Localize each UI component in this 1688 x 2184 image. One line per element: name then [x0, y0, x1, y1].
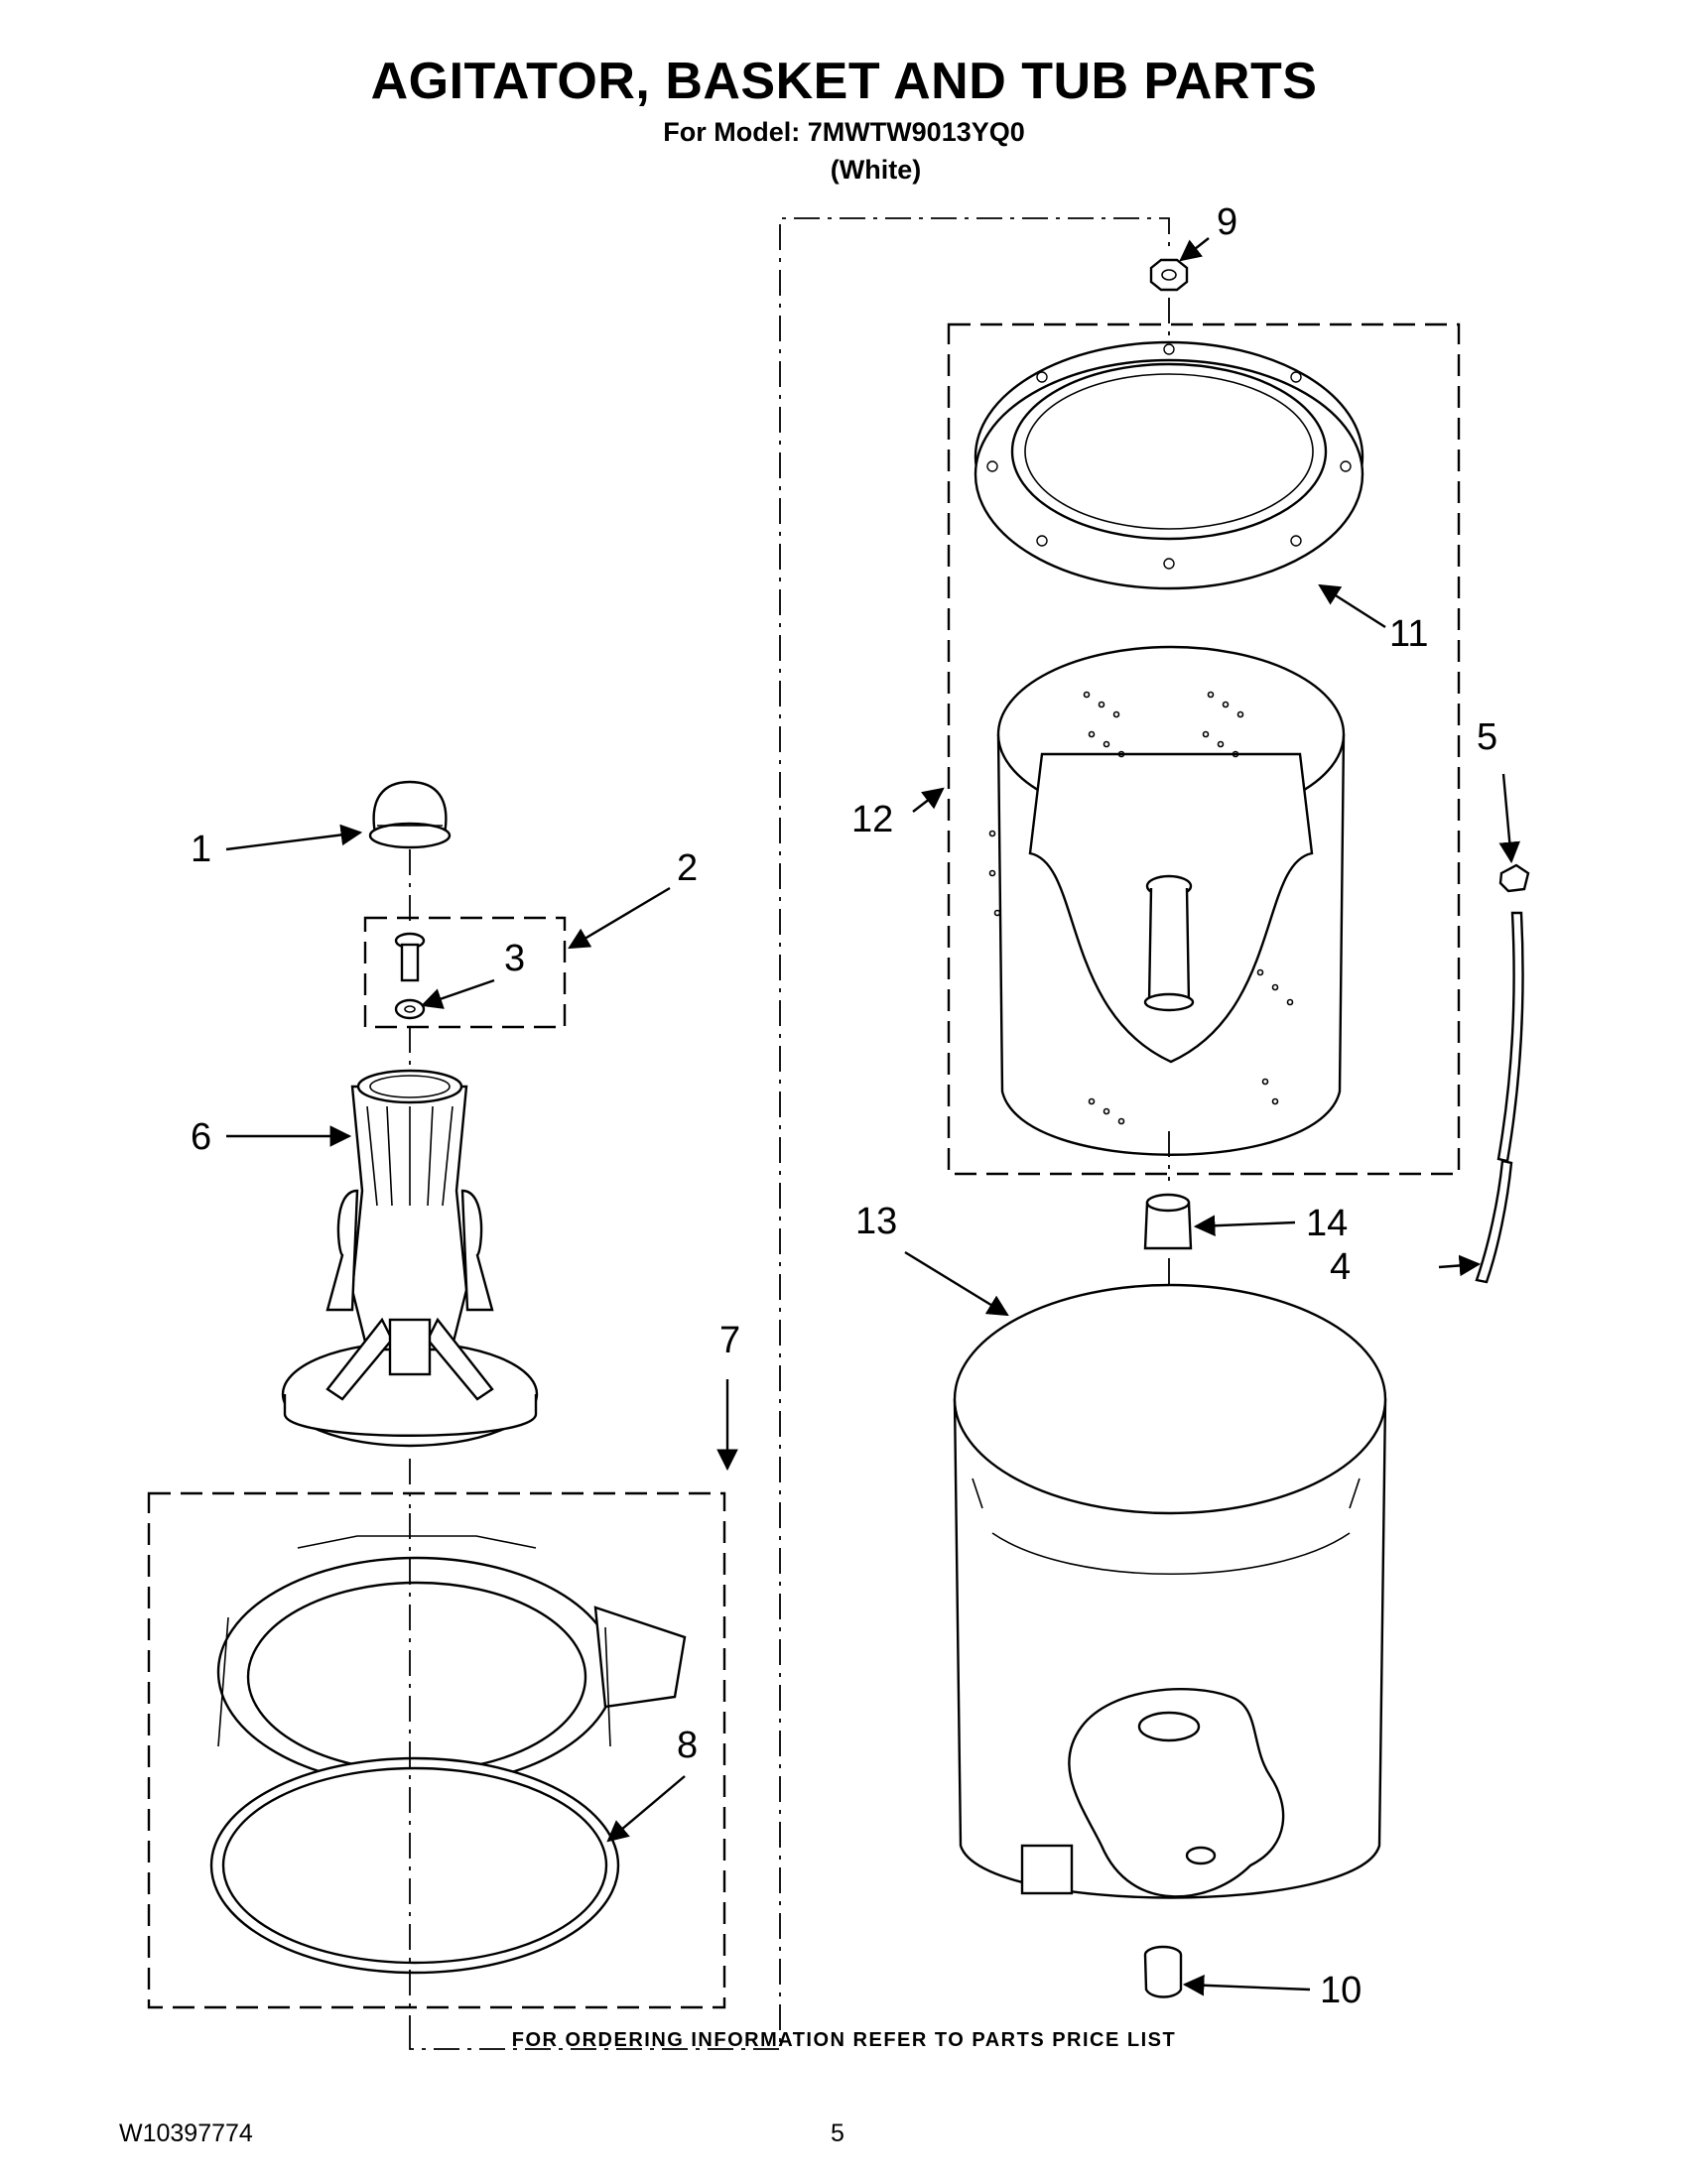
callout-5: 5	[1477, 716, 1498, 758]
outer-tub-part	[953, 1283, 1387, 1899]
connector-line	[409, 217, 1170, 2050]
callout-3: 3	[504, 938, 526, 979]
basket-balance-ring-part	[974, 340, 1364, 590]
callout-1: 1	[191, 829, 212, 870]
callout-14: 14	[1306, 1203, 1349, 1244]
callout-10: 10	[1320, 1970, 1363, 2011]
color-line: (White)	[830, 155, 922, 185]
model-line: For Model: 7MWTW9013YQ0	[663, 117, 1025, 147]
balance-ring-part	[216, 1535, 687, 1810]
agitator-part	[281, 1069, 539, 1448]
part-2-group-box	[363, 916, 567, 1029]
callout-8: 8	[677, 1725, 699, 1766]
document-id: W10397774	[119, 2120, 253, 2147]
drain-seal-part	[1143, 1945, 1183, 1998]
ordering-note: FOR ORDERING INFORMATION REFER TO PARTS …	[511, 2029, 1177, 2051]
washer-part	[394, 998, 426, 1020]
basket-perforations	[988, 691, 1294, 1125]
leader-arrows	[225, 237, 1520, 1996]
callout-11: 11	[1389, 613, 1429, 655]
basket-group-box	[947, 322, 1461, 1176]
part-7-group-box	[147, 1491, 726, 2009]
vent-hose-part	[1475, 911, 1524, 1284]
basket-nut-part	[1149, 258, 1189, 292]
callout-13: 13	[855, 1201, 898, 1242]
agitator-cap-part	[368, 780, 452, 849]
callout-7: 7	[719, 1320, 741, 1361]
hose-clip-part	[1498, 863, 1530, 893]
callout-4: 4	[1330, 1246, 1352, 1288]
page-number: 5	[831, 2120, 844, 2147]
callout-6: 6	[191, 1116, 212, 1158]
callout-2: 2	[677, 847, 699, 889]
bolt-part	[394, 932, 426, 982]
callout-9: 9	[1217, 201, 1238, 243]
wash-basket-part	[988, 645, 1346, 1156]
drive-coupling-part	[1143, 1193, 1193, 1250]
seal-ring-part	[209, 1756, 620, 1975]
callout-12: 12	[851, 799, 894, 840]
page-title: AGITATOR, BASKET AND TUB PARTS	[370, 53, 1318, 110]
